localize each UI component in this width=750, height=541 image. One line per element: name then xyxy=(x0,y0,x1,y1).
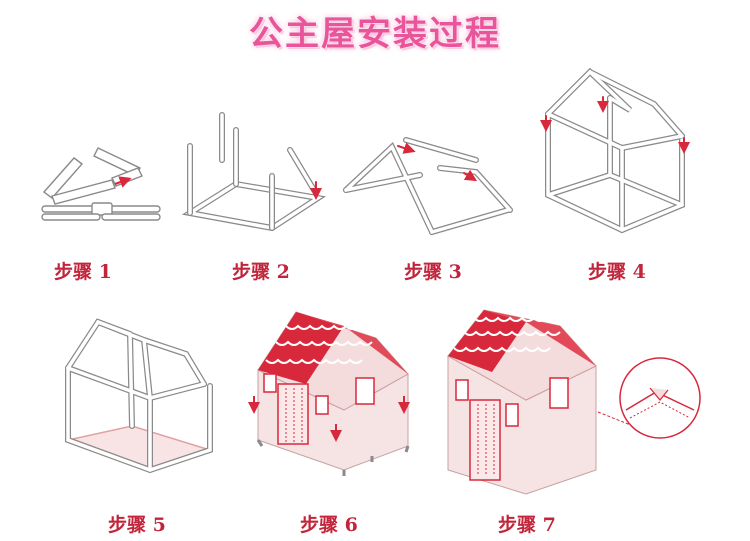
roof-left xyxy=(258,312,344,384)
step-1-label: 步骤 1 xyxy=(54,261,112,283)
tube-piece xyxy=(42,157,84,199)
roof-left xyxy=(448,310,526,372)
step-7-figure xyxy=(447,309,597,495)
step-5-figure xyxy=(65,318,213,474)
step-3-figure xyxy=(343,137,513,235)
step-2-label: 步骤 2 xyxy=(232,261,290,283)
step-7-label: 步骤 7 xyxy=(498,514,556,536)
tube-piece xyxy=(41,202,161,221)
step-4-label: 步骤 4 xyxy=(588,261,646,283)
tube-piece xyxy=(93,147,143,187)
step-6-label: 步骤 6 xyxy=(300,514,358,536)
step-1-figure xyxy=(41,147,161,221)
detail-zoom-circle xyxy=(597,357,701,439)
page-title: 公主屋安装过程 xyxy=(249,14,501,54)
step-4-figure xyxy=(540,67,690,234)
step-2-figure xyxy=(181,112,327,232)
step-5-label: 步骤 5 xyxy=(108,514,166,536)
step-6-figure xyxy=(248,311,410,476)
tube-piece xyxy=(51,179,116,205)
step-3-label: 步骤 3 xyxy=(404,261,462,283)
